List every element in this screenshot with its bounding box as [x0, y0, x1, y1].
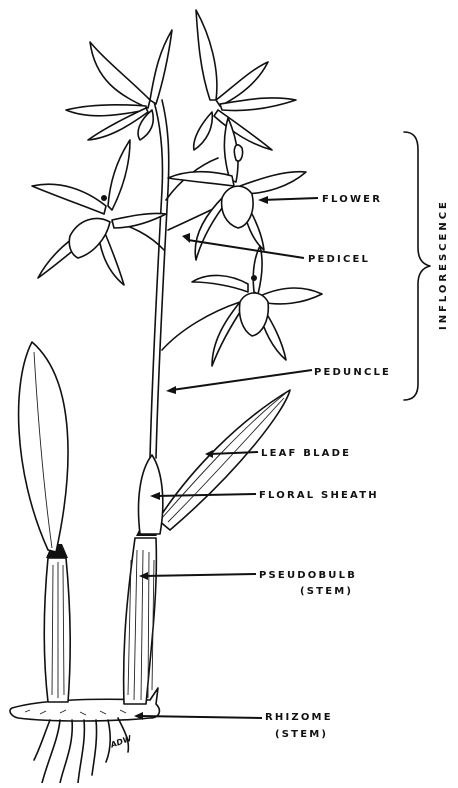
- label-leaf-blade: LEAF BLADE: [261, 448, 351, 459]
- artist-signature: ADW: [108, 733, 133, 750]
- pseudobulb-drawing: [124, 528, 157, 704]
- flower-lower: [192, 246, 322, 366]
- label-inflorescence: INFLORESCENCE: [438, 199, 449, 330]
- flower-top: [66, 30, 172, 140]
- flower-left: [32, 140, 166, 285]
- label-pedicel: PEDICEL: [308, 254, 370, 265]
- leaf-blade-drawing: [158, 390, 290, 530]
- label-floral-sheath: FLORAL SHEATH: [259, 490, 379, 501]
- inflorescence-bracket: [404, 132, 430, 400]
- flower-upper-right: [194, 10, 296, 150]
- label-rhizome: RHIZOME: [265, 712, 333, 723]
- label-pseudobulb: PSEUDOBULB: [259, 570, 357, 581]
- label-rhizome-note: (STEM): [275, 729, 328, 740]
- label-peduncle: PEDUNCLE: [314, 367, 391, 378]
- label-pseudobulb-note: (STEM): [300, 586, 353, 597]
- label-flower: FLOWER: [322, 194, 382, 205]
- old-pseudobulb-drawing: [19, 342, 71, 702]
